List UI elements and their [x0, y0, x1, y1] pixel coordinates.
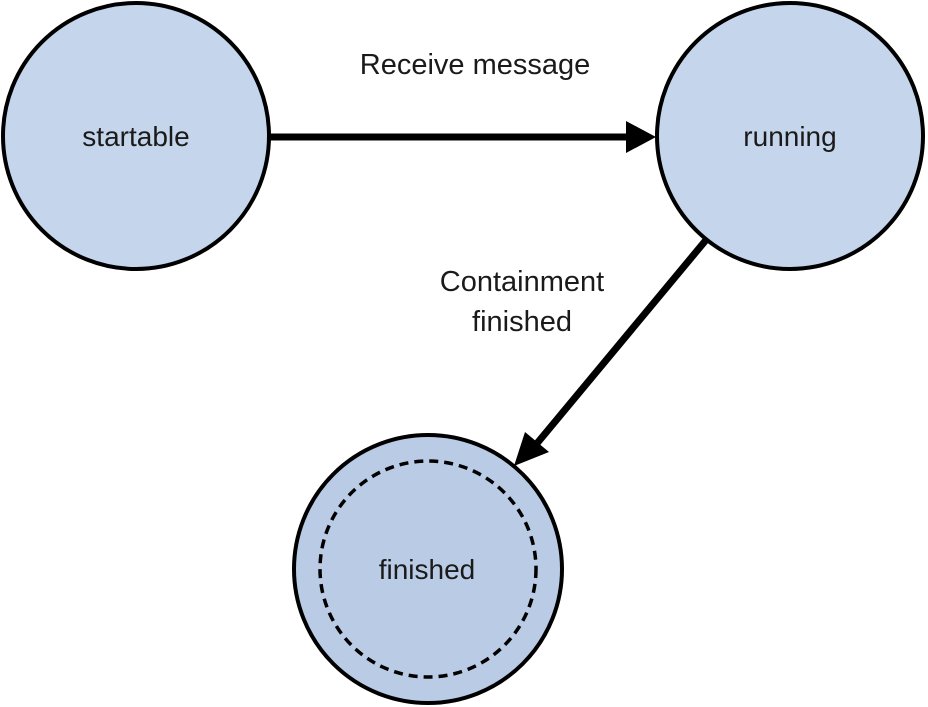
state-circle-startable	[1, 1, 271, 271]
state-label-startable: startable	[82, 121, 189, 152]
state-label-finished: finished	[379, 554, 476, 585]
transition-running-to-finished: Containment finished	[440, 237, 709, 466]
state-circle-finished-inner-dashed	[318, 459, 538, 679]
state-label-running: running	[743, 121, 836, 152]
transition-line-containment-finished	[531, 237, 709, 450]
transition-label-finished: finished	[472, 306, 572, 338]
arrow-head-running	[626, 121, 656, 153]
transition-label-containment: Containment	[440, 266, 604, 298]
state-startable: startable	[1, 1, 271, 271]
state-circle-running	[655, 1, 925, 271]
transition-startable-to-running: Receive message	[270, 49, 656, 153]
state-circle-finished-outer	[292, 433, 564, 705]
state-finished: finished	[292, 433, 564, 705]
state-running: running	[655, 1, 925, 271]
transition-label-receive-message: Receive message	[360, 49, 591, 81]
arrow-head-finished	[514, 432, 549, 466]
